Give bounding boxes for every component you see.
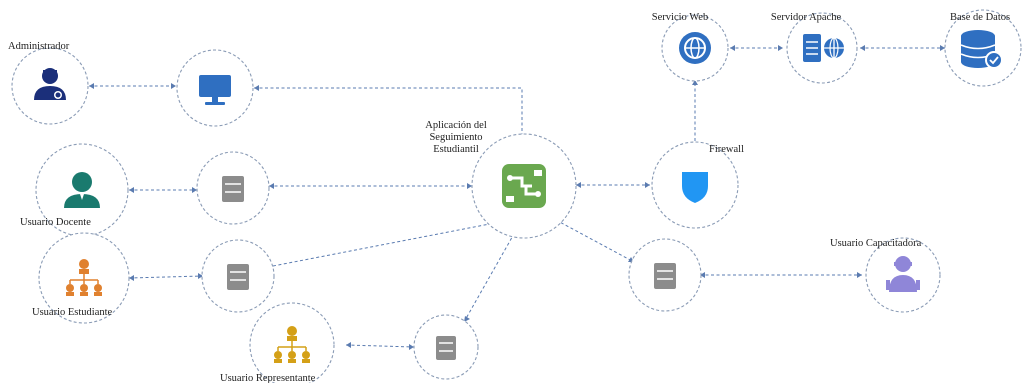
node-representante-terminal xyxy=(413,314,479,380)
label-administrador: Administrador xyxy=(8,41,70,52)
label-app-line2: Seguimiento xyxy=(429,132,482,143)
edge-terminal-app xyxy=(254,87,523,150)
shield-icon xyxy=(682,172,708,203)
label-servicio-web: Servicio Web xyxy=(652,12,708,23)
server-icon xyxy=(803,34,844,62)
label-app-line3: Estudiantil xyxy=(433,144,479,155)
node-servicio-web xyxy=(661,14,729,82)
node-capacitadora-terminal xyxy=(628,238,702,312)
node-docente xyxy=(35,143,129,237)
label-capacitadora: Usuario Capacitadora xyxy=(830,238,922,249)
person-icon xyxy=(886,256,920,292)
node-docente-terminal xyxy=(196,151,270,225)
user-icon xyxy=(64,172,100,208)
node-aplicacion xyxy=(471,133,577,239)
node-firewall xyxy=(651,141,739,229)
integration-icon xyxy=(502,164,546,208)
node-administrador xyxy=(11,47,89,125)
edge-representante-terminal xyxy=(345,344,415,348)
label-docente: Usuario Docente xyxy=(20,217,91,228)
computer-icon xyxy=(654,263,676,289)
edge-app-terminal-5 xyxy=(555,219,635,263)
edge-terminal-app-3 xyxy=(272,220,506,267)
label-firewall: Firewall xyxy=(709,144,744,155)
label-servidor-apache: Servidor Apache xyxy=(771,12,842,23)
node-capacitadora xyxy=(865,237,941,313)
edge-estudiante-terminal xyxy=(128,275,204,279)
admin-user-icon xyxy=(34,68,66,100)
node-servidor-apache xyxy=(786,12,858,84)
web-service-icon xyxy=(679,32,711,64)
computer-icon xyxy=(436,336,456,360)
monitor-icon xyxy=(199,75,231,105)
org-chart-icon xyxy=(274,326,310,363)
connections xyxy=(89,45,945,350)
edge-terminal-app-4 xyxy=(463,224,520,323)
node-admin-terminal xyxy=(176,49,254,127)
computer-icon xyxy=(222,176,244,202)
label-base-datos: Base de Datos xyxy=(950,12,1010,23)
database-icon xyxy=(960,30,1003,69)
node-representante xyxy=(249,302,335,383)
label-estudiante: Usuario Estudiante xyxy=(32,307,113,318)
node-base-datos xyxy=(944,9,1022,87)
node-estudiante-terminal xyxy=(201,239,275,313)
label-representante: Usuario Representante xyxy=(220,373,316,383)
node-estudiante xyxy=(38,232,130,324)
org-chart-icon xyxy=(66,259,102,296)
computer-icon xyxy=(227,264,249,290)
label-app-line1: Aplicación del xyxy=(425,120,487,131)
